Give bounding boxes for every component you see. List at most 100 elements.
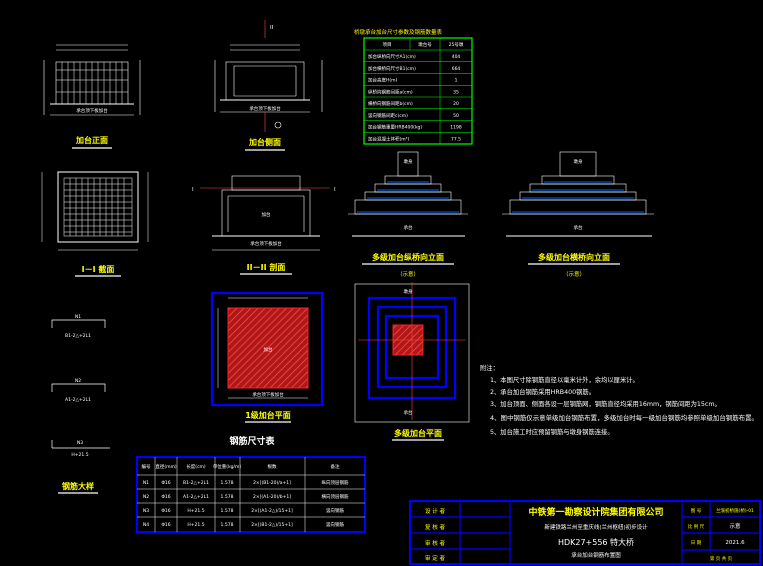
param-header-item: 项目 xyxy=(383,42,392,48)
side-view-title: 加台侧面 xyxy=(248,137,281,147)
param-row-label: 竖向钢筋间距c(cm) xyxy=(368,112,408,119)
rebar-cell: Φ16 xyxy=(161,494,170,500)
rebar-cell: N4 xyxy=(143,522,149,528)
rebar-cell: 1.578 xyxy=(221,508,234,514)
multi-plan-pier-label: 墩身 xyxy=(404,288,413,295)
long-elevation-schematic: （示意） xyxy=(397,270,419,278)
param-row-label: 加台钢筋重量HRB400(kg) xyxy=(368,124,422,131)
scale-value: 示意 xyxy=(729,522,741,530)
project-name: 新建铁路兰州至重庆线(兰州枢纽)初步设计 xyxy=(544,523,648,531)
rebar-col-header: 编号 xyxy=(142,463,151,470)
rebar-col-header: 直径(mm) xyxy=(155,463,177,470)
rebar-cell: 2×[(A1-20)/b+1] xyxy=(253,494,291,500)
param-table-grid xyxy=(364,38,472,144)
front-view xyxy=(43,44,141,116)
title-block-roles: 设 计 者 复 核 者 审 核 者 审 定 者 xyxy=(425,507,445,562)
rebar-cell: N2 xyxy=(143,494,149,500)
rebar-cell: Φ16 xyxy=(161,522,170,528)
rebar-table-grid xyxy=(137,457,365,532)
section-1-1-grid xyxy=(41,171,149,251)
rebar-cell: 纵向顶层钢筋 xyxy=(322,479,349,486)
section-1-title: I－I 截面 xyxy=(82,264,115,274)
long-elevation-rebar xyxy=(357,181,459,213)
param-row-value: 50 xyxy=(453,113,459,119)
long-platform-label: 承台 xyxy=(404,224,413,231)
role-approver: 审 定 者 xyxy=(425,554,445,562)
drawing-number: 兰渝初桥施(桥)-01 xyxy=(716,507,754,514)
plan1-hatched-area xyxy=(227,307,309,389)
date-value: 2021.6 xyxy=(725,540,745,546)
rebar-cell: A1-2△+2L1 xyxy=(183,494,209,500)
rebar-cell: 2×[(A1-2△)/15+1] xyxy=(251,508,293,514)
page-count: 第 页 共 页 xyxy=(710,555,733,562)
trans-platform-label: 承台 xyxy=(574,224,583,231)
rebar-table-frame xyxy=(136,456,366,533)
rebar-table-head: 编号 直径(mm) 长度(cm) 单位重(kg/m) 根数 备注 xyxy=(142,463,340,470)
note-item: 1、本图尺寸除钢筋直径以毫米计外，余均以厘米计。 xyxy=(490,375,639,384)
role-designer: 设 计 者 xyxy=(425,507,445,515)
rebar-detail-shapes xyxy=(51,319,110,449)
rebar-col-header: 根数 xyxy=(268,463,277,470)
rebar-cell: Φ16 xyxy=(161,508,170,514)
rebar-n1-tag: N1 xyxy=(75,314,81,320)
param-row-value: 404 xyxy=(452,54,461,60)
trans-elevation-title: 多级加台横桥向立面 xyxy=(538,252,610,262)
rebar-cell: H+21.5 xyxy=(187,508,204,514)
param-row-value: 664 xyxy=(452,66,461,72)
param-row-label: 纵桥向钢筋间距a(cm) xyxy=(368,88,413,95)
section-2-2 xyxy=(200,175,330,251)
plan1-center-label: 加台 xyxy=(264,346,273,353)
rebar-cell: 1.578 xyxy=(221,522,234,528)
side-view xyxy=(214,20,323,132)
role-reviewer: 审 核 者 xyxy=(425,539,445,547)
side-section-mark-top: II xyxy=(270,25,274,31)
trans-elevation-schematic: （示意） xyxy=(563,270,585,278)
rebar-cell: 1.578 xyxy=(221,494,234,500)
rebar-cell: H+21.5 xyxy=(187,522,204,528)
plan1-outer-frame xyxy=(210,291,324,407)
param-row-label: 横桥向钢筋间距b(cm) xyxy=(368,100,413,107)
rebar-cell: 竖向钢筋 xyxy=(326,507,344,514)
multi-plan-title: 多级加台平面 xyxy=(394,428,442,438)
section-2-under-label: 承台顶下板加台 xyxy=(250,240,282,247)
front-under-label: 承台顶下板加台 xyxy=(76,107,108,114)
trans-pier-label: 墩身 xyxy=(574,158,583,165)
bridge-name: HDK27+556 特大桥 xyxy=(558,537,634,547)
rebar-col-header: 长度(cm) xyxy=(186,463,206,470)
note-item: 4、图中钢筋仅示意单级加台钢筋布置，多级加台时每一级加台钢筋均参照单级加台钢筋布… xyxy=(490,413,758,422)
notes-heading: 附注： xyxy=(480,363,499,372)
section-mark-left: I xyxy=(192,187,194,193)
rebar-cell: 2×[(B1-2△)/15+1] xyxy=(251,522,293,528)
rebar-n2-tag: N2 xyxy=(75,378,81,384)
rebar-cell: Φ16 xyxy=(161,480,170,486)
plan1-title: 1级加台平面 xyxy=(245,410,291,420)
side-under-label: 承台顶下板加台 xyxy=(249,105,281,112)
rebar-n3-tag: N3 xyxy=(77,440,83,446)
param-table-frame xyxy=(363,37,473,145)
rebar-cell: 竖向钢筋 xyxy=(326,521,344,528)
param-row-value: 1198 xyxy=(450,125,462,131)
note-item: 2、承台加台钢筋采用HRB400钢筋。 xyxy=(490,387,595,396)
rebar-cell: B1-2△+2L1 xyxy=(183,480,209,486)
rebar-table-body: N1 Φ16 B1-2△+2L1 1.578 2×[(B1-20)/a+1] 纵… xyxy=(143,479,349,528)
long-pier-label: 墩身 xyxy=(404,158,413,165)
trans-elevation-rebar xyxy=(512,181,644,213)
company-name: 中铁第一勘察设计院集团有限公司 xyxy=(528,506,663,518)
param-table-title: 桥墩承台加台尺寸参数及钢筋数量表 xyxy=(354,28,443,36)
plan1-dims xyxy=(217,297,308,399)
plan1-under-label: 承台顶下板加台 xyxy=(252,391,284,398)
param-header-pier-25: 25号墩 xyxy=(449,41,464,48)
long-elevation-title: 多级加台纵桥向立面 xyxy=(372,252,444,262)
param-row-label: 加台高度H(m) xyxy=(368,77,398,84)
role-checker: 复 核 者 xyxy=(425,523,445,531)
drawing-name: 承台加台钢筋布置图 xyxy=(571,551,621,559)
rebar-cell: N1 xyxy=(143,480,149,486)
rebar-detail-title: 钢筋大样 xyxy=(62,481,94,491)
rebar-cell: N3 xyxy=(143,508,149,514)
rebar-table-title: 钢筋尺寸表 xyxy=(229,435,275,447)
section-2-center-label: 加台 xyxy=(262,211,271,218)
label-drawing-no: 图 号 xyxy=(691,508,702,514)
label-scale: 比 例 尺 xyxy=(688,523,705,530)
